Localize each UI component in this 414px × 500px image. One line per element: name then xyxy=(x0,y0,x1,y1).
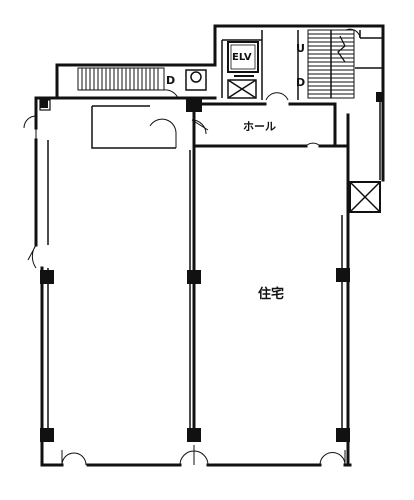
stair-down-label-right: D xyxy=(296,76,305,89)
pipe-space xyxy=(190,71,202,83)
outer-wall-top-left xyxy=(34,63,59,130)
pipe-box xyxy=(185,69,207,91)
elevator-car xyxy=(227,41,259,73)
column xyxy=(40,98,48,108)
columns xyxy=(40,92,384,442)
shaft-core xyxy=(227,79,257,99)
column xyxy=(336,268,350,282)
room-partition-left xyxy=(91,106,176,149)
column xyxy=(336,428,350,442)
column xyxy=(40,270,54,284)
column xyxy=(40,428,54,442)
door-left-mid xyxy=(27,244,37,269)
hall-label: ホール xyxy=(243,120,276,133)
fixture xyxy=(39,99,51,111)
residence-label: 住宅 xyxy=(258,286,284,302)
door-left-upper xyxy=(23,115,37,140)
stair-down-label-left: D xyxy=(166,74,175,87)
door-room xyxy=(149,118,177,148)
walls xyxy=(34,24,385,467)
doors xyxy=(23,28,361,466)
column xyxy=(187,270,201,284)
stair-left xyxy=(77,67,165,91)
stair-arrow-icon xyxy=(337,35,346,63)
stair-right-treads xyxy=(308,33,354,95)
door-stair-left xyxy=(163,89,179,99)
inner-walls xyxy=(47,30,383,440)
door-closet xyxy=(191,119,209,135)
door-bottom-3 xyxy=(319,450,346,466)
stair-right xyxy=(307,29,355,99)
fixture-box xyxy=(39,99,51,111)
labels: ELV U D D ホール 住宅 xyxy=(166,42,305,302)
elevator-label: ELV xyxy=(232,52,252,63)
core-wall xyxy=(213,24,385,67)
stair-up-label: U xyxy=(296,42,305,55)
door-hall-right xyxy=(305,142,321,147)
door-core xyxy=(265,92,289,101)
shaft-core-box xyxy=(227,79,257,99)
elevator xyxy=(227,41,259,77)
stair-left-treads xyxy=(81,68,159,90)
shaft-right-box xyxy=(349,181,381,213)
door-bottom-2 xyxy=(179,445,209,466)
shafts xyxy=(185,69,381,213)
column xyxy=(376,92,384,102)
column xyxy=(187,428,201,442)
elevator-car-inner xyxy=(230,44,256,70)
column xyxy=(186,98,202,112)
stair-left-frame xyxy=(77,67,165,91)
door-bottom-1 xyxy=(61,450,87,466)
door-core-top xyxy=(345,28,361,39)
shaft-right xyxy=(349,181,381,213)
